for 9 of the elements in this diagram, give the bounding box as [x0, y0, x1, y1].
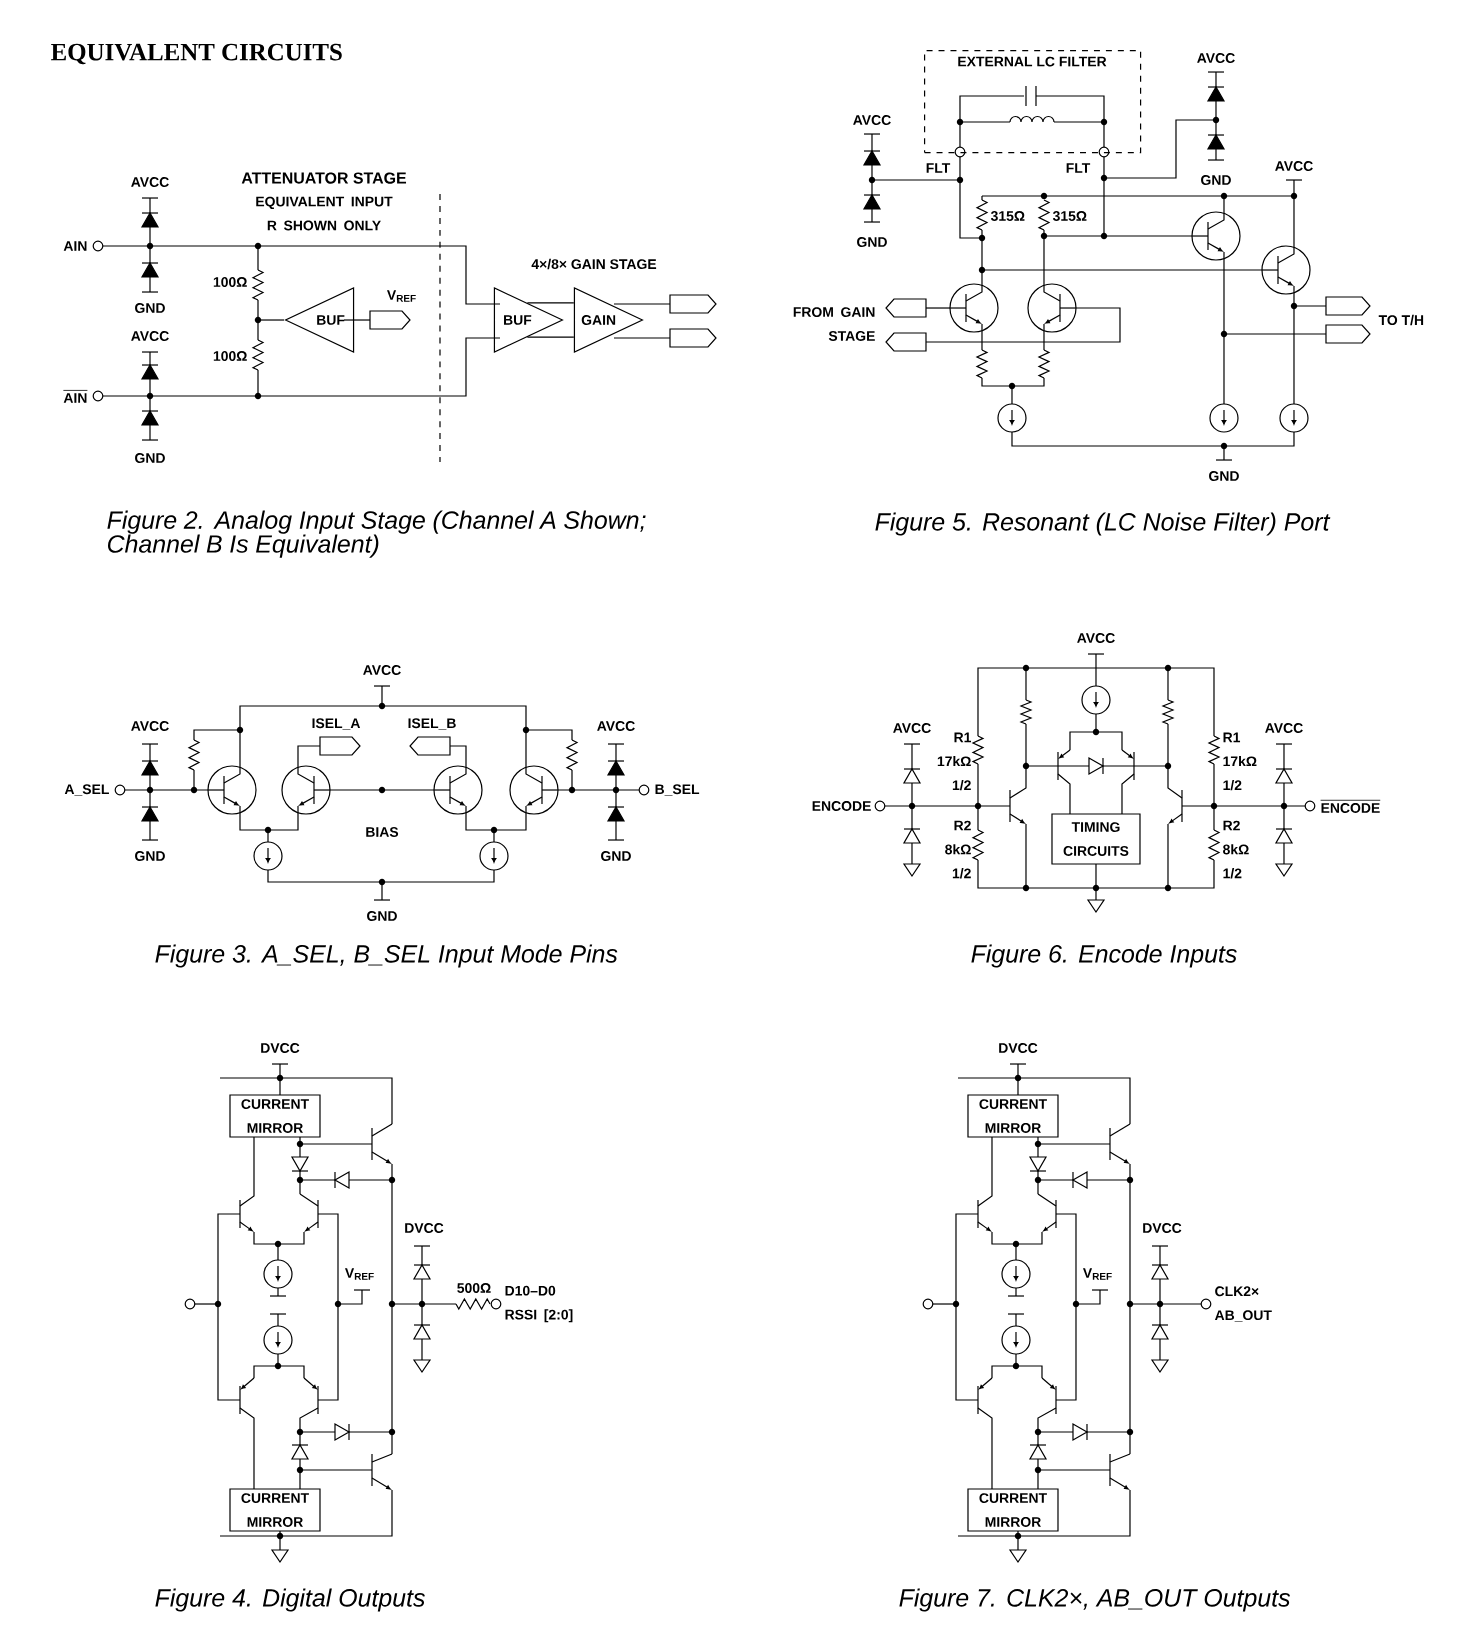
figure-caption: Figure 3. A_SEL, B_SEL Input Mode Pins — [155, 944, 618, 968]
wire — [526, 336, 575, 338]
page-heading: EQUIVALENT CIRCUITS — [51, 43, 342, 65]
figure-caption: Figure 6. Encode Inputs — [971, 944, 1237, 968]
wire — [526, 302, 575, 304]
figure-caption: Figure 5. Resonant (LC Noise Filter) Port — [875, 512, 1331, 536]
figure-caption: Figure 7. CLK2×, AB_OUT Outputs — [899, 1588, 1291, 1612]
figure-caption: Figure 4. Digital Outputs — [155, 1588, 425, 1612]
figure-caption: Figure 2. Analog Input Stage (Channel A Shown; Channel B Is Equivalent) — [107, 510, 646, 558]
